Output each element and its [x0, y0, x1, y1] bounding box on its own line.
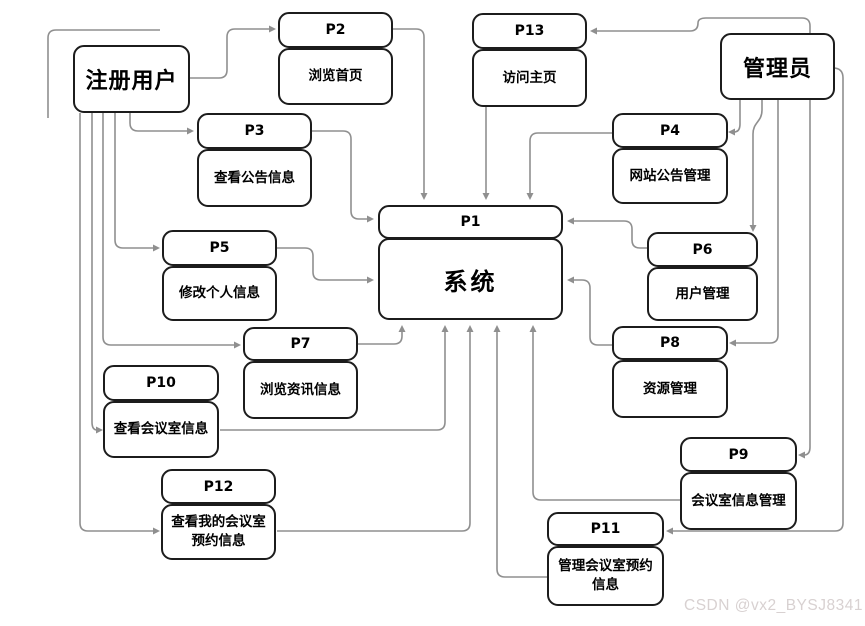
connector-p10-p1 — [220, 325, 449, 431]
actor-registered-user: 注册用户 — [73, 45, 190, 113]
connector-user-p3 — [129, 113, 194, 135]
connector-user-p7 — [102, 113, 241, 349]
connector-p3-p1 — [312, 130, 374, 223]
connector-p6-p1 — [567, 217, 647, 249]
process-p4-id: P4 — [612, 113, 728, 148]
process-p12-id: P12 — [161, 469, 276, 504]
process-p9-id: P9 — [680, 437, 797, 472]
connector-p8-p1 — [567, 276, 612, 346]
process-p12-label: 查看我的会议室预约信息 — [161, 504, 276, 560]
system-id: P1 — [378, 205, 563, 239]
process-p11-label: 管理会议室预约信息 — [547, 546, 664, 606]
connector-user-p12 — [79, 113, 160, 535]
process-p6-id: P6 — [647, 232, 758, 267]
process-p10-id: P10 — [103, 365, 219, 401]
connector-p4-p1 — [526, 132, 612, 200]
connector-admin-p8 — [729, 100, 779, 347]
process-p3-id: P3 — [197, 113, 312, 149]
connector-admin-p4 — [728, 100, 741, 136]
connector-p2-p1 — [393, 28, 428, 200]
connector-admin-p13 — [590, 17, 811, 35]
process-p2-id: P2 — [278, 12, 393, 48]
process-p9-label: 会议室信息管理 — [680, 472, 797, 530]
connector-stray-topleft — [47, 29, 160, 118]
process-p10-label: 查看会议室信息 — [103, 401, 219, 458]
process-p6-label: 用户管理 — [647, 267, 758, 321]
process-p8-label: 资源管理 — [612, 360, 728, 418]
system-label: 系统 — [378, 238, 563, 320]
process-p7-id: P7 — [243, 327, 358, 361]
process-p13-id: P13 — [472, 13, 587, 49]
process-p11-id: P11 — [547, 512, 664, 546]
process-p13-label: 访问主页 — [472, 49, 587, 107]
process-p8-id: P8 — [612, 326, 728, 360]
process-p7-label: 浏览资讯信息 — [243, 361, 358, 419]
connector-admin-p6 — [749, 100, 763, 232]
connector-admin-p11 — [666, 67, 844, 535]
connector-user-p2 — [188, 25, 276, 79]
connector-user-p5 — [114, 113, 160, 252]
actor-admin: 管理员 — [720, 33, 835, 100]
connector-admin-p9 — [798, 100, 811, 459]
connector-p11-p1 — [493, 325, 547, 578]
connector-p9-p1 — [529, 325, 680, 501]
process-p5-label: 修改个人信息 — [162, 266, 277, 321]
connector-p12-p1 — [277, 325, 474, 532]
process-p2-label: 浏览首页 — [278, 48, 393, 105]
process-p4-label: 网站公告管理 — [612, 148, 728, 204]
connector-p7-p1 — [358, 325, 406, 345]
process-p5-id: P5 — [162, 230, 277, 266]
csdn-watermark: CSDN @vx2_BYSJ8341 — [684, 597, 863, 614]
process-p3-label: 查看公告信息 — [197, 149, 312, 207]
connector-p5-p1 — [277, 247, 374, 284]
connector-user-p10 — [91, 113, 103, 434]
